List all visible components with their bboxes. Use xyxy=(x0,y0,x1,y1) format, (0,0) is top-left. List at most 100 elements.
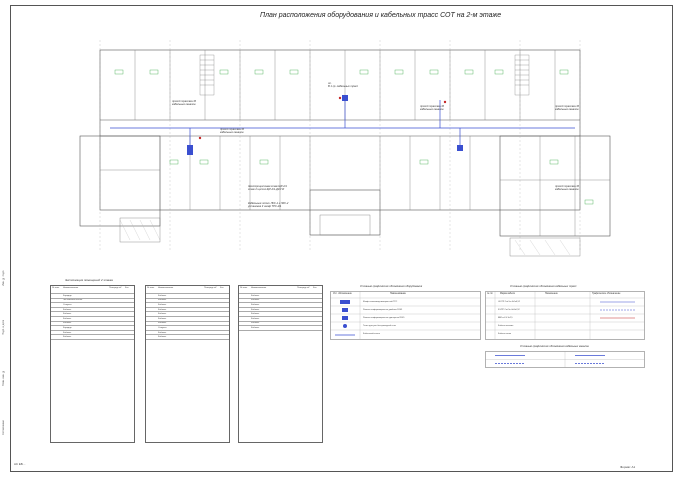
room-name-cell: Санузел xyxy=(63,303,72,306)
room-name-cell: Кабинет xyxy=(158,308,167,311)
room-name-cell: Коридор xyxy=(63,294,72,297)
room-name-cell: Кабинет xyxy=(158,299,167,302)
legend-cable-item: ВВГнг-LS 3х2,5 xyxy=(498,317,513,319)
table-header-cell: Наименование xyxy=(158,286,174,289)
footer-right: Формат А1 xyxy=(620,465,636,469)
room-name-cell: Санузел xyxy=(158,326,167,329)
table-row: Санузел xyxy=(146,326,229,331)
table-row: Коридор xyxy=(51,294,134,299)
room-name-cell: Кабинет xyxy=(251,317,260,320)
table-header-cell: Наименование xyxy=(63,286,79,289)
room-name-cell: Кабинет xyxy=(158,294,167,297)
room-name-cell: Кабинет xyxy=(158,317,167,320)
room-name-cell: Кабинет xyxy=(63,308,72,311)
room-name-cell: Кабинет xyxy=(251,294,260,297)
table-row: Кабинет xyxy=(239,322,322,327)
table-row: Санузел xyxy=(51,303,134,308)
legend-item: Точка доступа беспроводной сети xyxy=(363,325,396,327)
room-name-cell: Кабинет xyxy=(251,326,260,329)
table-row: Кабинет xyxy=(239,312,322,317)
table-row: Кабинет xyxy=(51,335,134,340)
room-name-cell: Кабинет xyxy=(251,299,260,302)
table-row: Кабинет xyxy=(51,317,134,322)
table-row: Кабинет xyxy=(146,331,229,336)
legend-header-graphic: Графическое обозначение xyxy=(592,293,621,295)
room-name-cell: Кабинет xyxy=(251,313,260,316)
table-row: Кабинет xyxy=(239,303,322,308)
side-label: Инв. № подл. xyxy=(2,270,5,286)
table-row: Кабинет xyxy=(239,299,322,304)
sheet-frame xyxy=(10,5,673,472)
room-name-cell: Кабинет xyxy=(158,313,167,316)
room-name-cell: Кабинет xyxy=(158,336,167,339)
legend-header-symbol: Усл. обозначение xyxy=(333,293,352,295)
legend-caption-equipment: Условные графические обозначения оборудо… xyxy=(360,285,423,288)
room-name-cell: Кабинет xyxy=(251,308,260,311)
legend: Условные графические обозначения оборудо… xyxy=(330,285,645,380)
table-row: Кабинет xyxy=(146,294,229,299)
legend-item: Розетка информационная двойная RJ45 xyxy=(363,309,403,311)
table-row: Кабинет xyxy=(51,331,134,336)
table-row: Кабинет xyxy=(51,308,134,313)
side-stamp: Инв. № подл. Подп. и дата Взам. инв. № С… xyxy=(2,270,10,470)
table-header-cell: Площадь м² xyxy=(297,286,310,289)
table-row: Кабинет xyxy=(239,308,322,313)
table-row: Кабинет xyxy=(146,299,229,304)
table-row: Кабинет xyxy=(146,303,229,308)
table-header-cell: № пом. xyxy=(240,286,248,289)
legend-item: Кабельный канал xyxy=(363,333,380,335)
legend-cable-item: F/UTP Cat.5e 4х2х0,52 xyxy=(498,309,520,311)
legend-caption-cables: Условные графические обозначения кабельн… xyxy=(510,285,577,288)
legend-cable-item: Кабель питания xyxy=(498,325,514,327)
legend-channels-grid xyxy=(485,351,645,368)
legend-header-name: Наименование xyxy=(390,293,406,295)
table-row: Кабинет xyxy=(146,317,229,322)
footer-left: АС ЕБ... xyxy=(14,462,26,466)
table-row: Лестничная клетка xyxy=(51,299,134,304)
table-header-cell: Кат. xyxy=(220,286,224,289)
side-label: Взам. инв. № xyxy=(2,370,5,386)
legend-header-cable: Марка кабеля xyxy=(500,293,515,295)
table-header-cell: Кат. xyxy=(125,286,129,289)
table-row: Кабинет xyxy=(239,326,322,331)
room-name-cell: Кабинет xyxy=(251,322,260,325)
room-name-cell: Кабинет xyxy=(158,303,167,306)
side-label: Подп. и дата xyxy=(2,320,5,335)
table-row: Кабинет xyxy=(146,335,229,340)
legend-grid xyxy=(330,291,645,340)
floor-plan xyxy=(79,40,611,257)
table-row: Кабинет xyxy=(146,312,229,317)
room-name-cell: Кабинет xyxy=(63,336,72,339)
table-row: Коридор xyxy=(51,326,134,331)
legend-header-no: № пп xyxy=(487,293,493,295)
table-row: Кабинет xyxy=(239,317,322,322)
room-name-cell: Кабинет xyxy=(158,331,167,334)
plan-annotation: оп.В 1 гр. кабельных трасс xyxy=(328,82,359,89)
table-row: Кабинет xyxy=(146,322,229,327)
room-name-cell: Лестничная клетка xyxy=(63,299,83,302)
side-label: Согласовано xyxy=(2,420,5,436)
legend-item: Розетка информационная одинарная RJ45 xyxy=(363,317,405,319)
legend-item: Шкаф телекоммуникационный ТРС xyxy=(363,301,398,303)
table-header-cell: № пом. xyxy=(52,286,60,289)
table-row: Кабинет xyxy=(239,294,322,299)
table-header-cell: № пом. xyxy=(147,286,155,289)
table-row: Кабинет xyxy=(51,312,134,317)
room-name-cell: Кабинет xyxy=(63,317,72,320)
room-name-cell: Кабинет xyxy=(63,331,72,334)
legend-cable-item: Кабель связи xyxy=(498,333,511,335)
legend-cable-item: U/UTP Cat.5e 4х2х0,52 xyxy=(498,301,520,303)
room-name-cell: Кабинет xyxy=(158,322,167,325)
